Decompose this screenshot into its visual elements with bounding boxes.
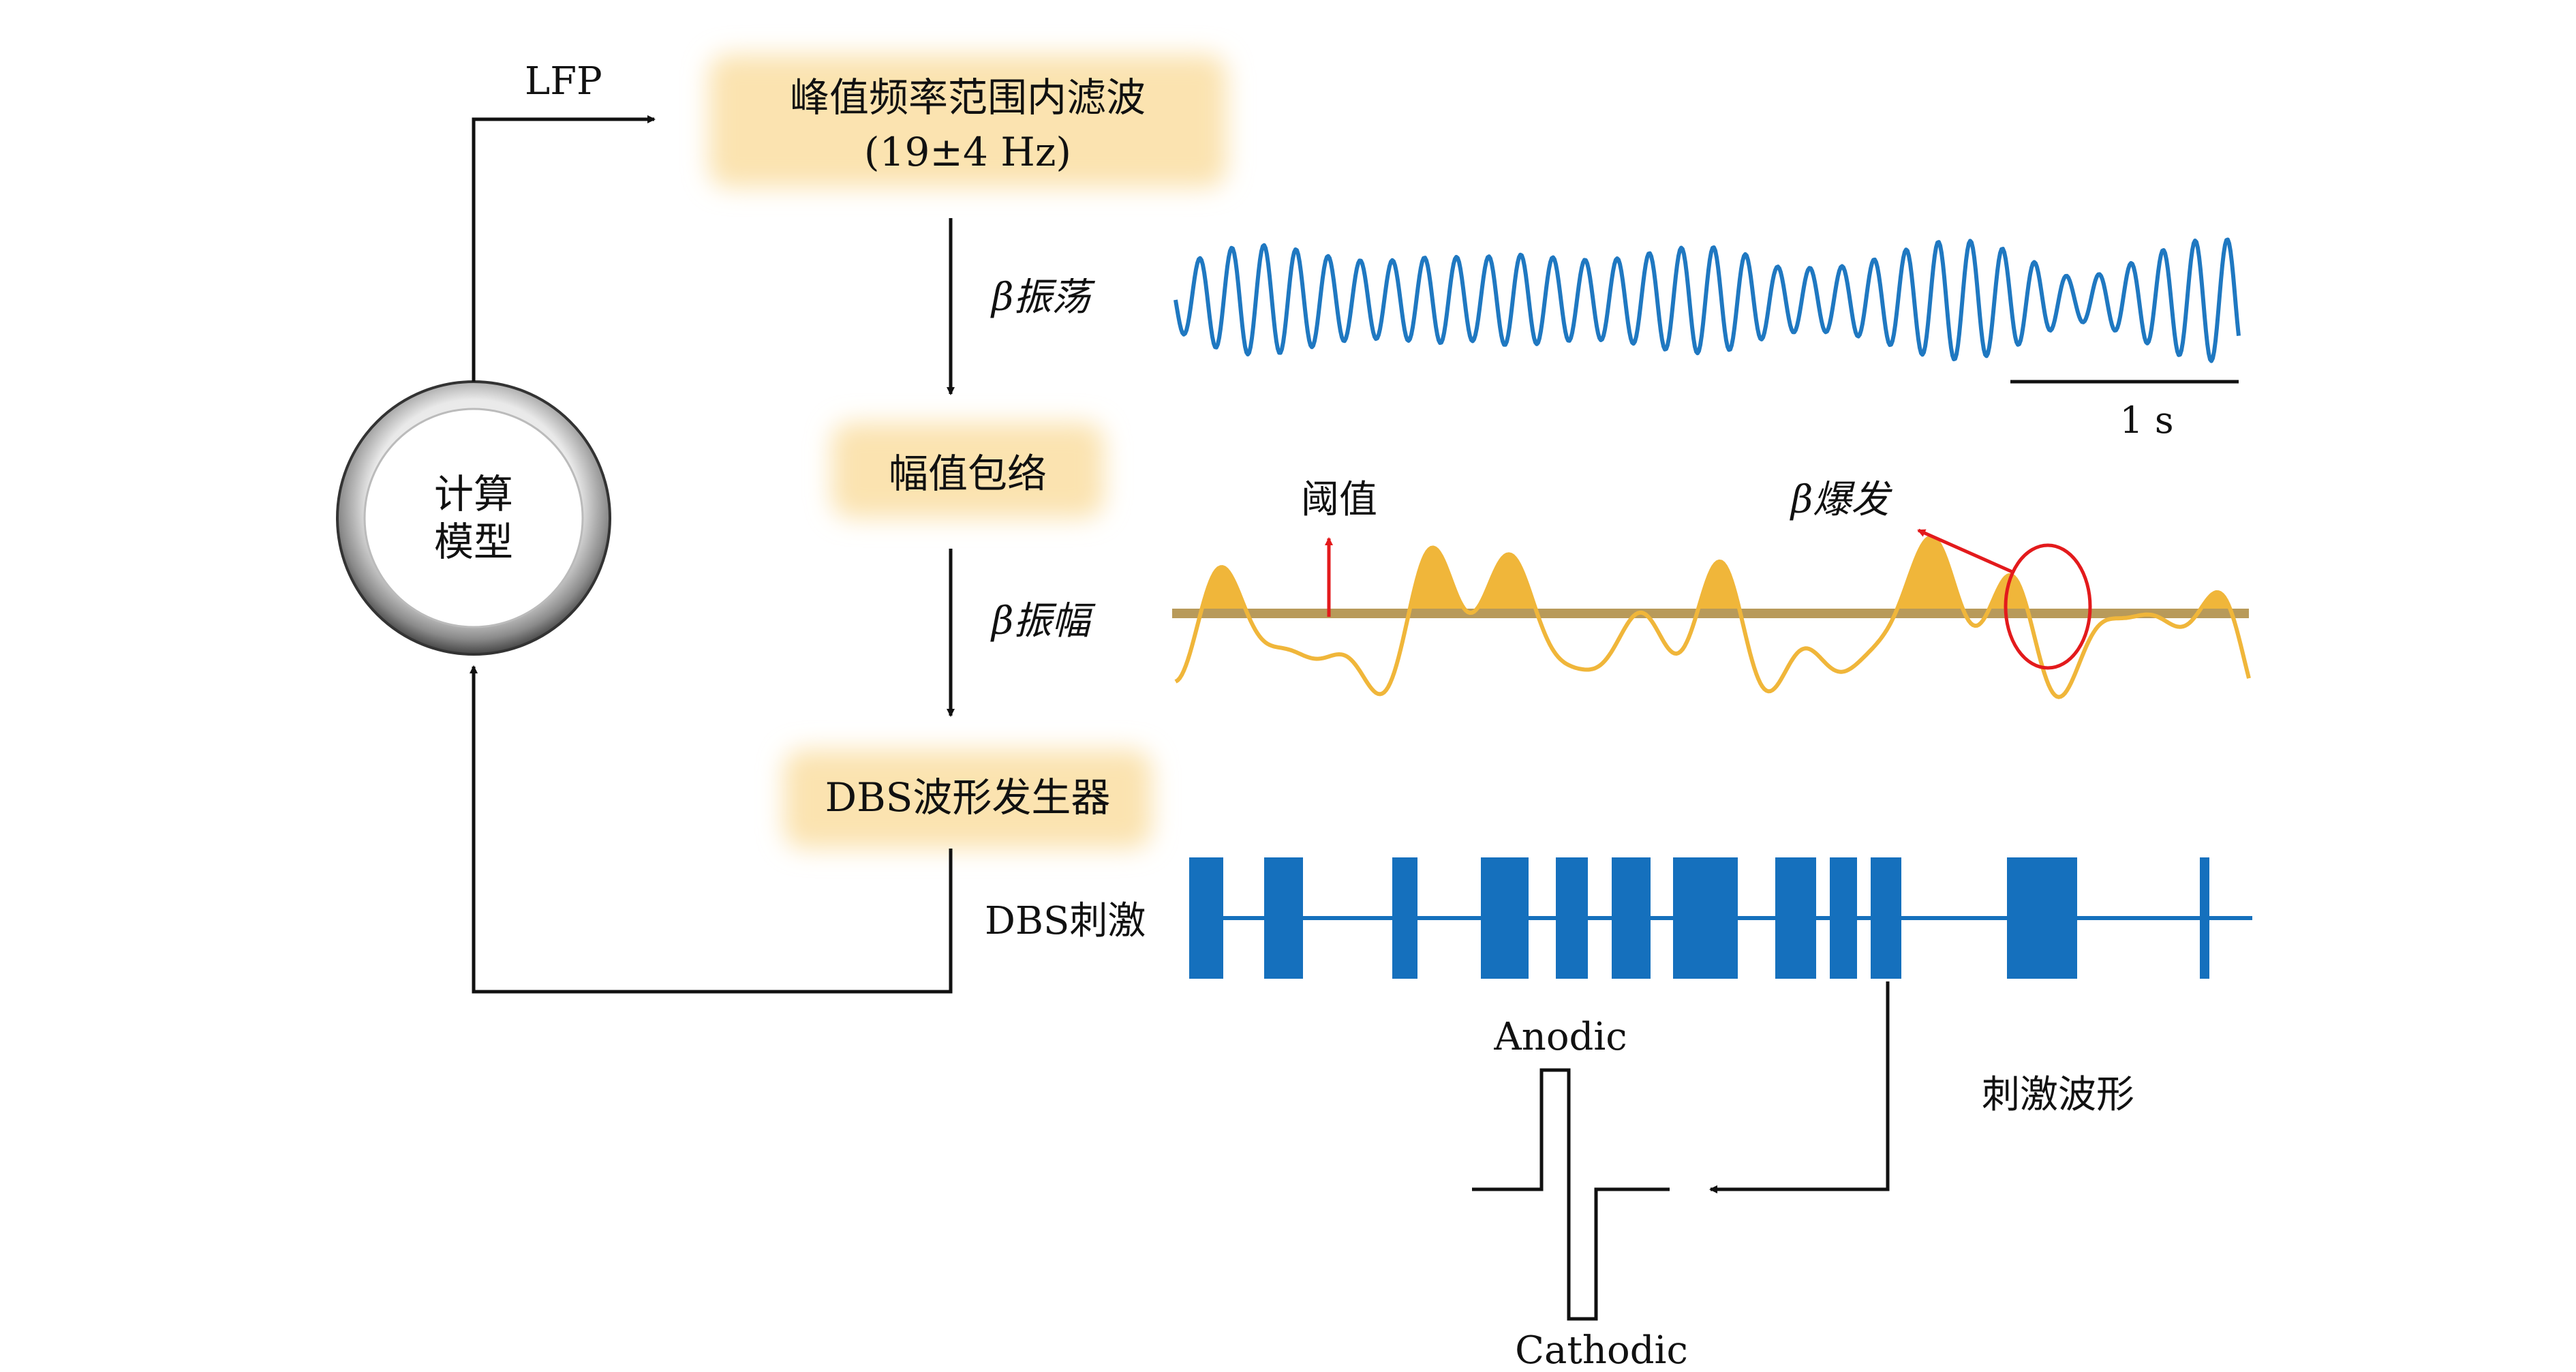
dbs-stim-label: DBS刺激 [985,899,1146,943]
anodic-label: Anodic [1493,1015,1627,1059]
generator-box-glow [784,750,1152,849]
computational-model-node: 计算 模型 [336,380,611,656]
stim-waveform-label: 刺激波形 [1982,1073,2134,1117]
beta-oscillation-waveform [1174,237,2241,363]
filter-label-line2: (19±4 Hz) [864,129,1071,175]
scale-bar-label: 1 s [2119,399,2173,442]
dbs-pulse-train [1481,857,1529,979]
dbs-pulse-train [2200,857,2209,979]
dbs-pulse-train [1556,857,1588,979]
beta-burst-arrow [1917,528,2015,575]
generator-to-model-arrow [470,665,953,994]
beta-amplitude-label: β振幅 [990,599,1096,643]
beta-burst-highlight [2004,543,2092,670]
model-label-line2: 模型 [434,519,513,565]
dbs-pulse-train [1871,857,1901,979]
dbs-pulse-train [2007,857,2077,979]
dbs-pulse-train [1612,857,1651,979]
lfp-label: LFP [525,59,602,104]
beta-oscillation-label: β振荡 [990,275,1095,320]
dbs-pulse-train [1673,857,1738,979]
dbs-generator-label: DBS波形发生器 [825,774,1111,821]
dbs-pulse-train [1189,857,1223,979]
threshold-label: 阈值 [1301,478,1377,522]
beta-burst-label: β爆发 [1790,478,1892,522]
dbs-pulse-trains [1189,857,2209,979]
dbs-pulse-train [1264,857,1303,979]
model-to-filter-arrow [472,115,656,382]
envelope-above-threshold-fill [1176,537,2249,613]
dbs-pulse-train [1830,857,1857,979]
envelope-label: 幅值包络 [889,451,1047,497]
biphasic-stim-waveform [1472,1068,1670,1321]
cathodic-label: Cathodic [1515,1328,1688,1372]
envelope-box-glow [831,423,1104,518]
filter-label-line1: 峰值频率范围内滤波 [790,74,1146,121]
beta-amplitude-envelope [1174,535,2251,699]
dbs-pulse-train [1775,857,1816,979]
model-label-line1: 计算 [434,471,513,517]
dbs-pulse-train [1392,857,1417,979]
pulse-to-waveform-arrow [1709,981,1890,1193]
filter-box-glow [709,55,1227,187]
